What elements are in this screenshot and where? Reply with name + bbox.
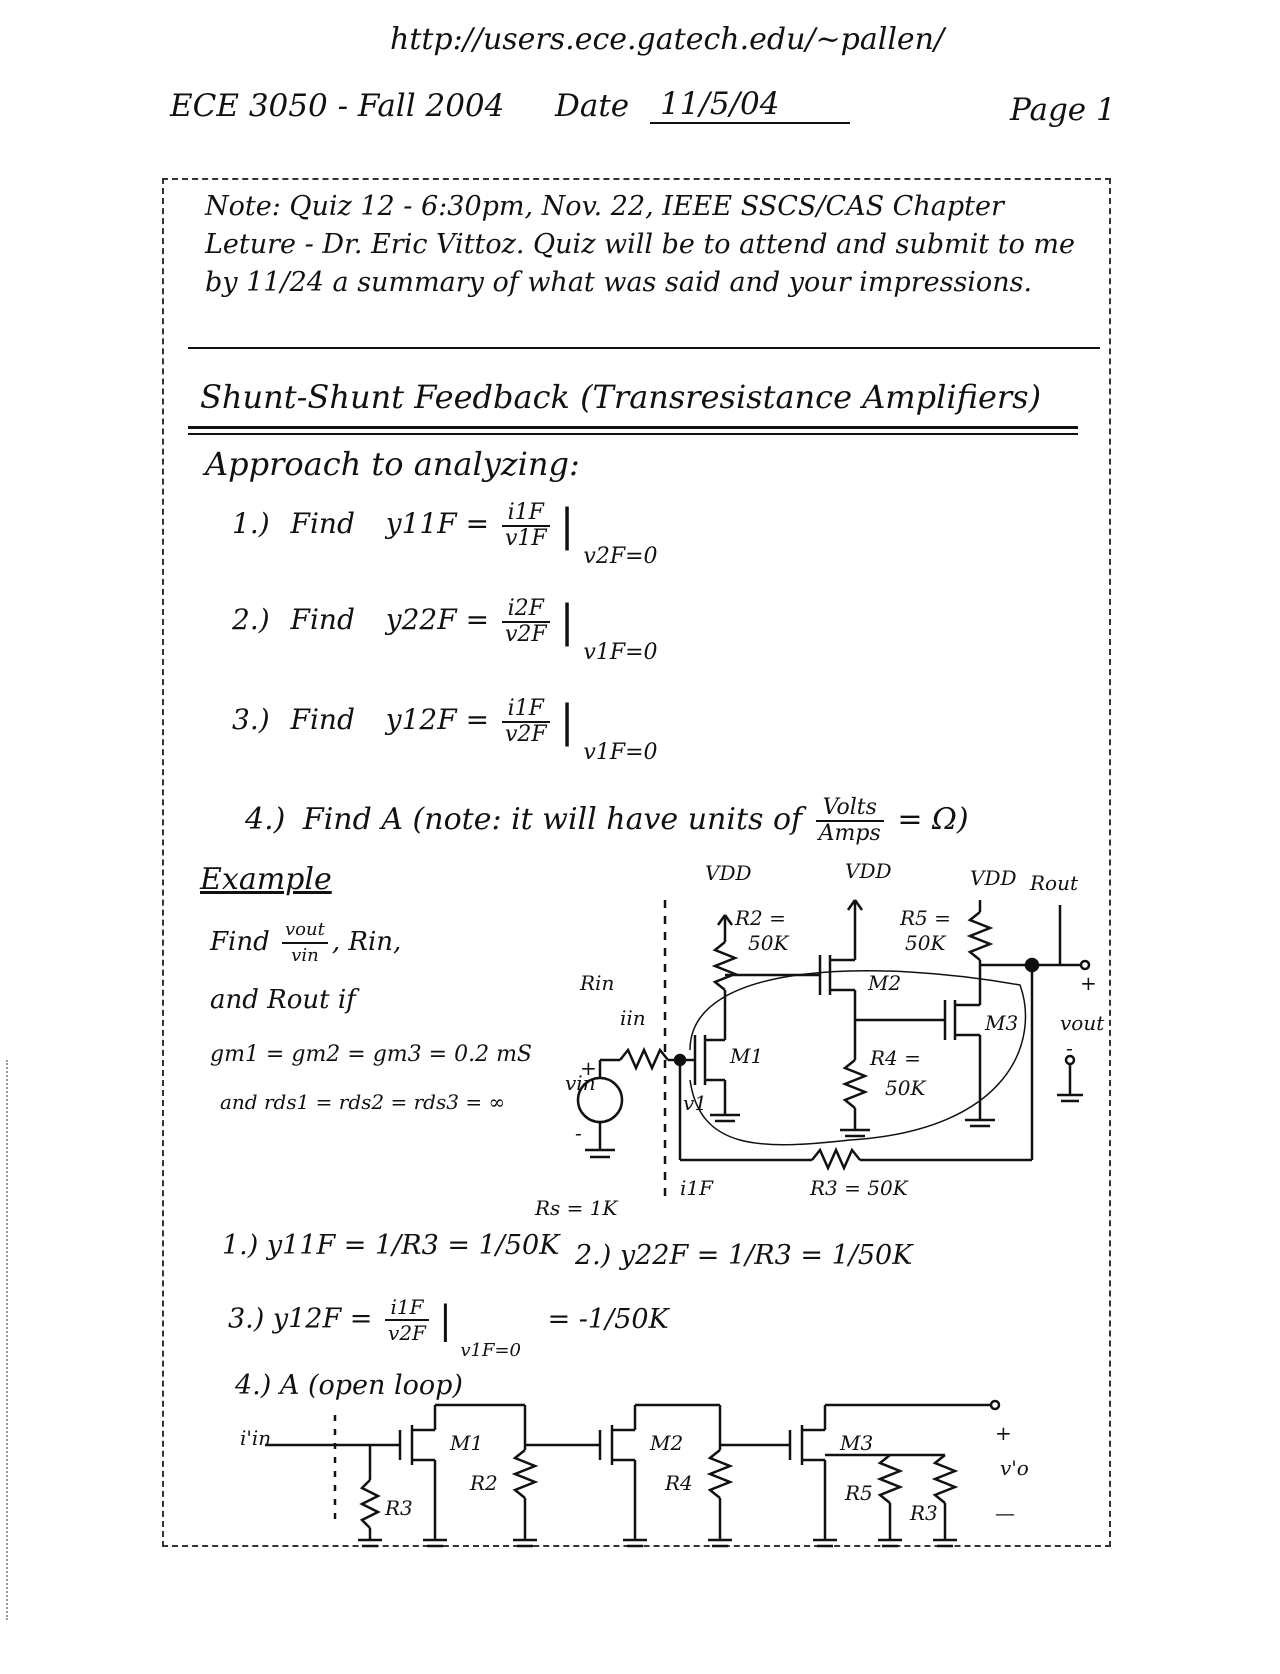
- rout-label: Rout: [1029, 871, 1079, 895]
- rs-label: Rs = 1K: [534, 1196, 619, 1220]
- r2-resistor: [711, 941, 739, 991]
- example-line-4: and rds1 = rds2 = rds3 = ∞: [220, 1090, 506, 1114]
- vin-plus: +: [580, 1056, 597, 1080]
- ol-r2-label: R2: [469, 1471, 498, 1495]
- ol-r5-resistor: [876, 1454, 904, 1504]
- example-line-3: gm1 = gm2 = gm3 = 0.2 mS: [210, 1042, 532, 1067]
- answer-4: 4.) A (open loop): [235, 1370, 463, 1401]
- i1f-label: i1F: [680, 1176, 714, 1200]
- step-4: 4.) Find A (note: it will have units of …: [245, 795, 969, 846]
- vin-minus: -: [575, 1121, 582, 1145]
- vdd-label-1: VDD: [705, 861, 752, 885]
- ol-m3-label: M3: [839, 1431, 873, 1455]
- vdd-label-3: VDD: [970, 866, 1017, 890]
- date-label: Date: [555, 88, 630, 124]
- r4-value: 50K: [885, 1076, 926, 1100]
- page-number: Page 1: [1010, 92, 1116, 128]
- date-value: 11/5/04: [650, 86, 850, 124]
- ol-m1-label: M1: [449, 1431, 483, 1455]
- r3-feedback-resistor: [811, 1146, 861, 1172]
- ol-r5-label: R5: [844, 1481, 873, 1505]
- rin-label: Rin: [579, 971, 614, 995]
- r5-resistor: [966, 911, 994, 961]
- m3-label: M3: [984, 1011, 1018, 1035]
- heading-underline: [188, 426, 1078, 429]
- ol-r3b-label: R3: [909, 1501, 938, 1525]
- vdd-label-2: VDD: [845, 859, 892, 883]
- heading-underline-2: [188, 433, 1078, 435]
- course-title: ECE 3050 - Fall 2004: [170, 88, 505, 124]
- r5-value: 50K: [905, 931, 946, 955]
- url-header: http://users.ece.gatech.edu/~pallen/: [390, 22, 945, 57]
- vout-label: vout: [1060, 1011, 1105, 1035]
- m1-label: M1: [729, 1044, 763, 1068]
- v1-label: v1: [683, 1091, 707, 1115]
- approach-label: Approach to analyzing:: [205, 445, 580, 483]
- example-line-2: and Rout if: [210, 985, 356, 1015]
- ol-plus: +: [995, 1421, 1012, 1445]
- answer-2: 2.) y22F = 1/R3 = 1/50K: [575, 1240, 913, 1271]
- ol-r3b-resistor: [931, 1454, 959, 1504]
- ol-minus: —: [995, 1501, 1015, 1525]
- ol-r3a-resistor: [359, 1479, 381, 1529]
- ol-r4-label: R4: [664, 1471, 693, 1495]
- r4-label: R4 =: [869, 1046, 921, 1070]
- r5-label: R5 =: [899, 906, 951, 930]
- quiz-note: Note: Quiz 12 - 6:30pm, Nov. 22, IEEE SS…: [205, 191, 1075, 298]
- r4-resistor: [841, 1059, 869, 1109]
- ol-r4-resistor: [706, 1449, 734, 1499]
- vout-minus: -: [1066, 1036, 1073, 1060]
- m2-label: M2: [867, 971, 901, 995]
- ol-vo-label: v'o: [1000, 1456, 1029, 1480]
- ol-r2-resistor: [511, 1449, 539, 1499]
- r2-label: R2 =: [734, 906, 786, 930]
- ol-r3a-label: R3: [384, 1496, 413, 1520]
- r2-value: 50K: [748, 931, 789, 955]
- example-title: Example: [200, 862, 332, 897]
- r3-label: R3 = 50K: [809, 1176, 909, 1200]
- vout-plus: +: [1080, 971, 1097, 995]
- scan-edge-dots: [6, 1060, 8, 1620]
- section-heading: Shunt-Shunt Feedback (Transresistance Am…: [200, 378, 1042, 416]
- note-divider: [188, 347, 1100, 349]
- answer-1: 1.) y11F = 1/R3 = 1/50K: [222, 1230, 560, 1261]
- ol-m2-label: M2: [649, 1431, 683, 1455]
- ol-iin-label: i'in: [240, 1426, 271, 1450]
- iin-label: iin: [620, 1006, 646, 1030]
- rs-resistor: [619, 1046, 669, 1072]
- vin-label: vin: [565, 1071, 596, 1095]
